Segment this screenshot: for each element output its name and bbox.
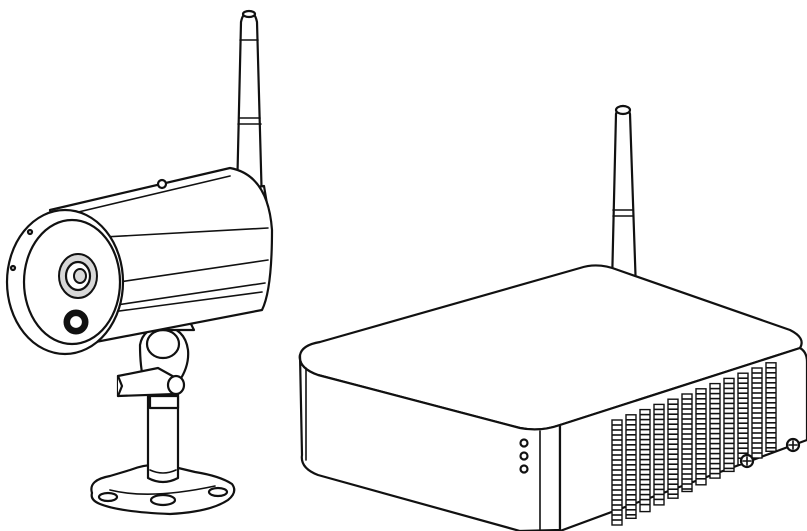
wireless-camera [5, 9, 274, 516]
vent-column [737, 372, 749, 466]
vent-column [695, 388, 707, 486]
vent-column [709, 382, 721, 479]
status-led [519, 438, 529, 448]
vent-column [751, 367, 763, 459]
vent-column [625, 414, 637, 519]
vent-column [639, 408, 651, 513]
vent-grille [611, 362, 777, 526]
camera-mount [90, 316, 236, 516]
status-leds [519, 438, 529, 474]
vent-column [681, 393, 693, 493]
wireless-receiver [298, 104, 807, 531]
vent-column [723, 377, 735, 473]
screws [739, 437, 801, 469]
status-led [519, 451, 529, 461]
vent-column [667, 398, 679, 499]
status-led [519, 464, 529, 474]
vent-column [653, 403, 665, 506]
camera-body [5, 166, 274, 356]
vent-column [765, 362, 777, 452]
vent-column [611, 419, 623, 526]
